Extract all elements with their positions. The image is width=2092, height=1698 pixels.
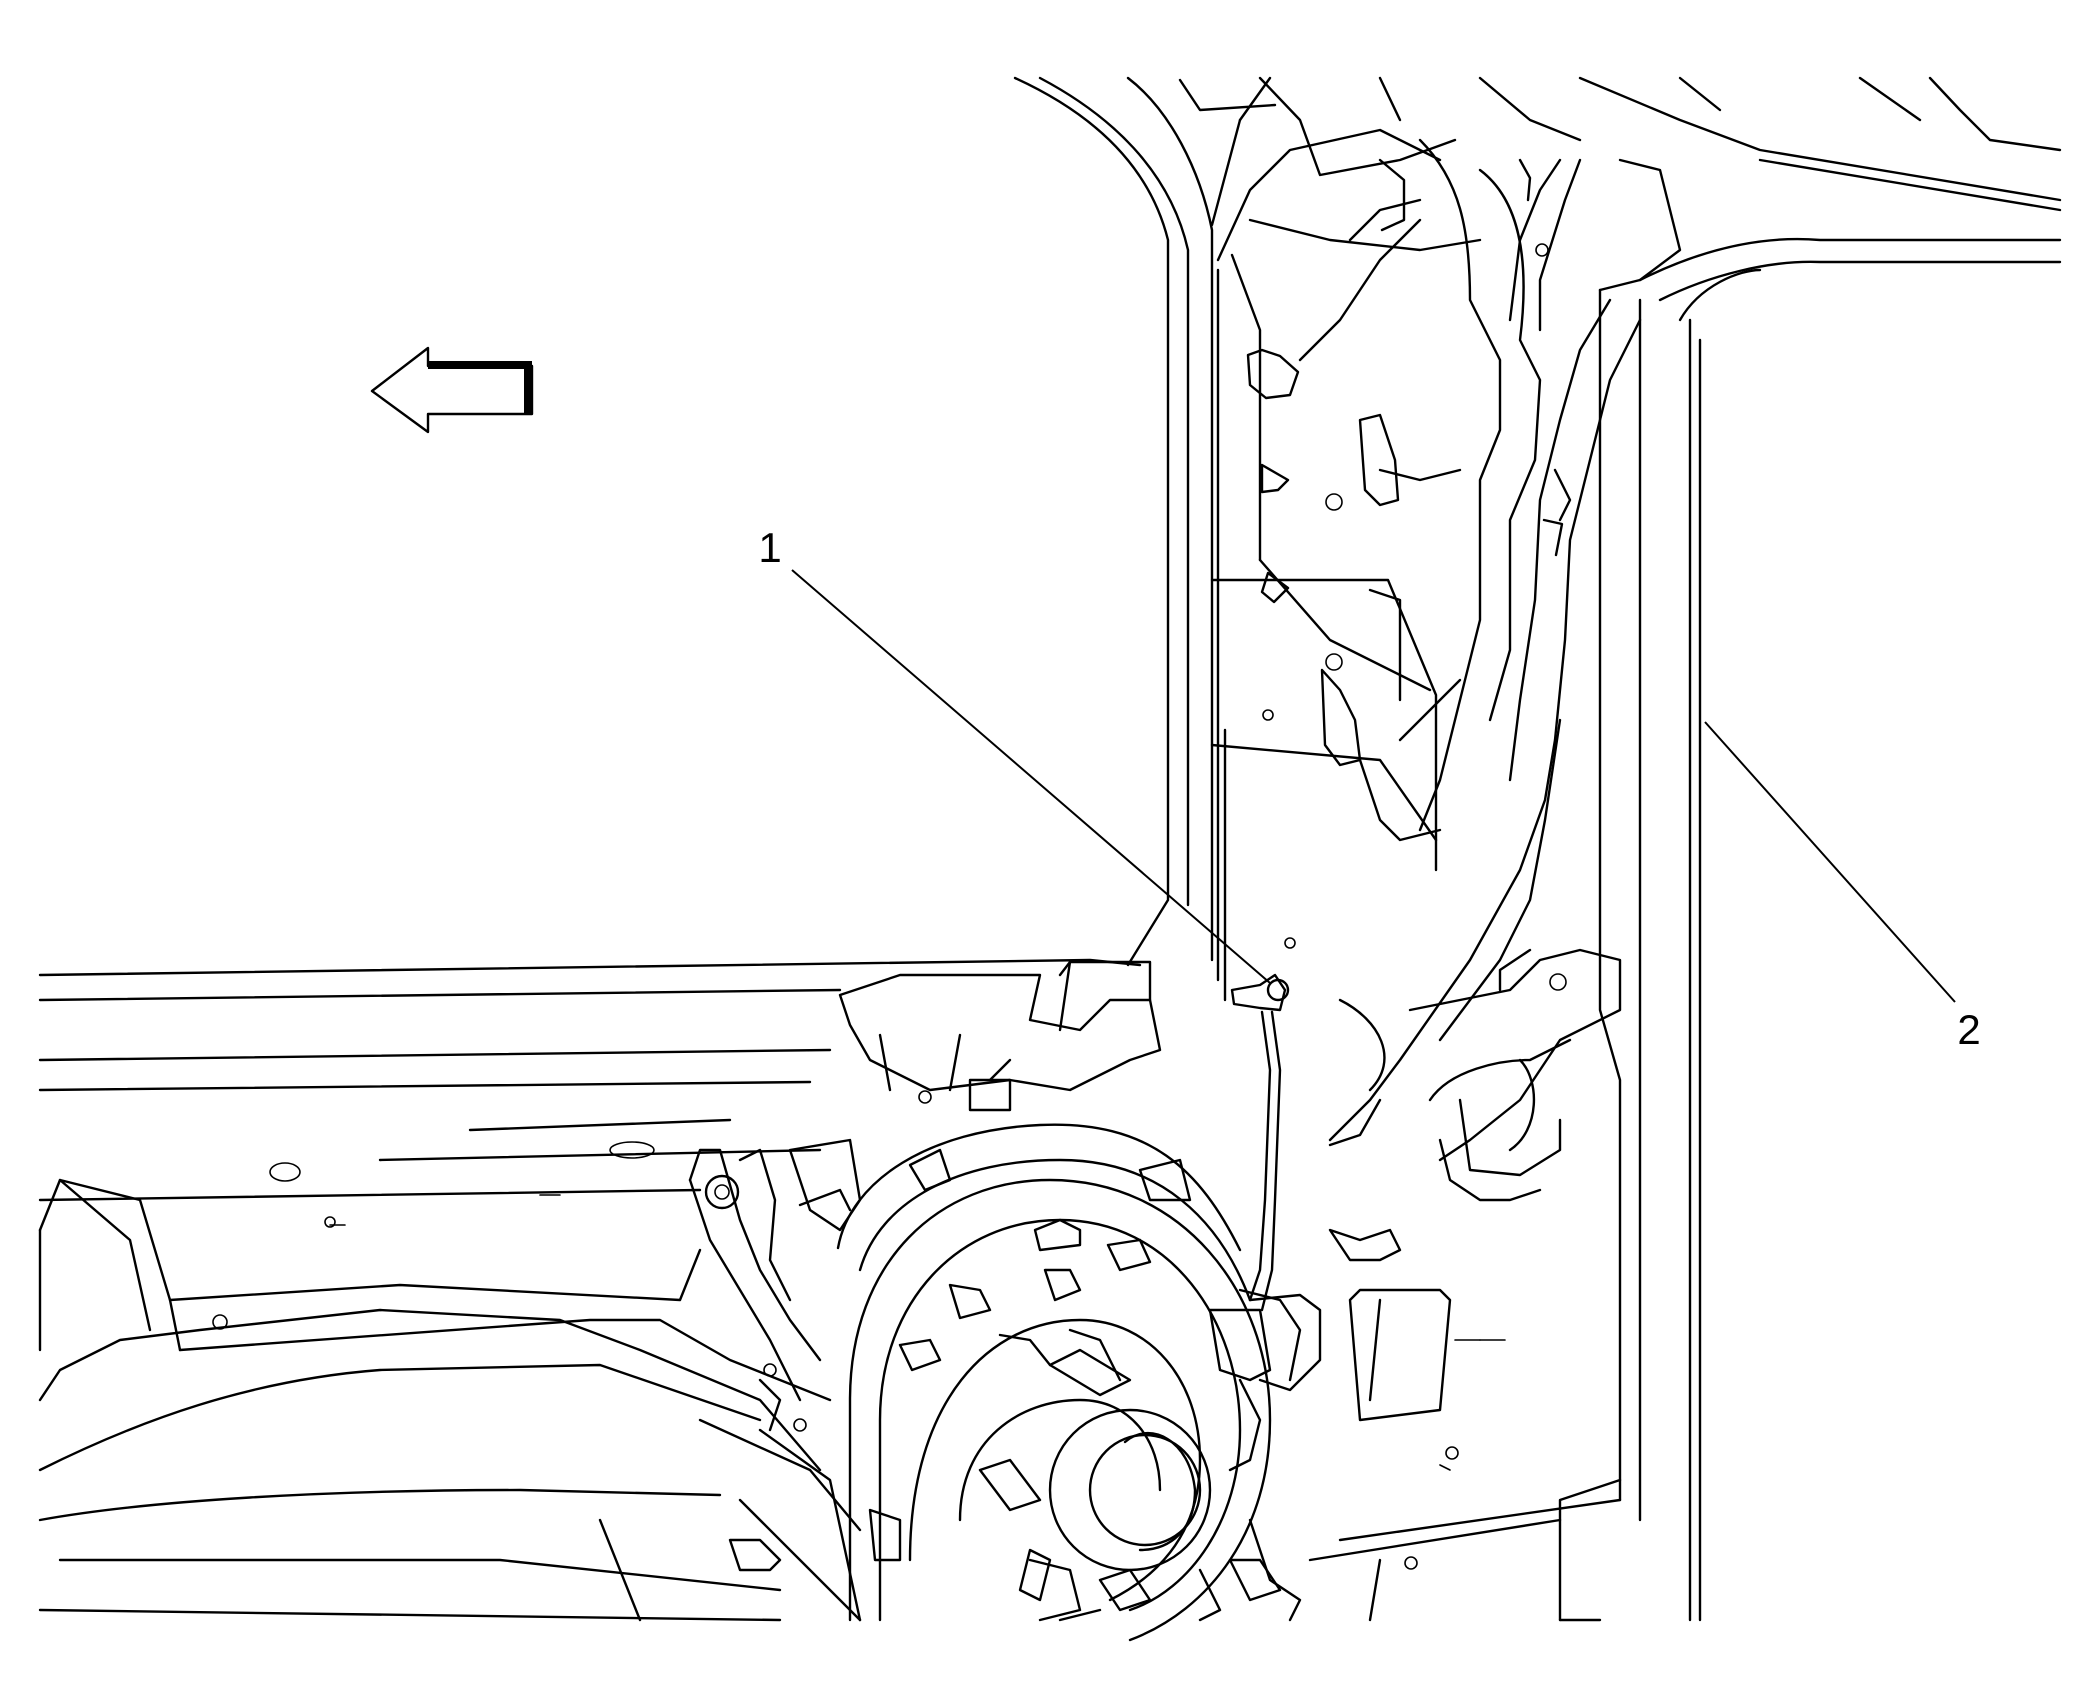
upper-pillar-panel	[1230, 138, 1642, 1570]
dash-panel	[38, 958, 1142, 1622]
body-pillar-structure	[1013, 76, 2062, 1622]
dash-bracket	[838, 960, 1162, 1112]
callout-2-label: 2	[1957, 1006, 1980, 1053]
callout-2-leader	[1704, 721, 1956, 1003]
callout-1-leader	[791, 569, 1271, 984]
forward-direction-arrow-icon	[370, 346, 534, 434]
ground-stud	[1230, 937, 1296, 1312]
callout-1-label: 1	[758, 524, 781, 571]
harness-connectors	[1246, 158, 1572, 842]
headlamp-assembly	[836, 1123, 1322, 1642]
lamp-bracket	[688, 1138, 862, 1572]
